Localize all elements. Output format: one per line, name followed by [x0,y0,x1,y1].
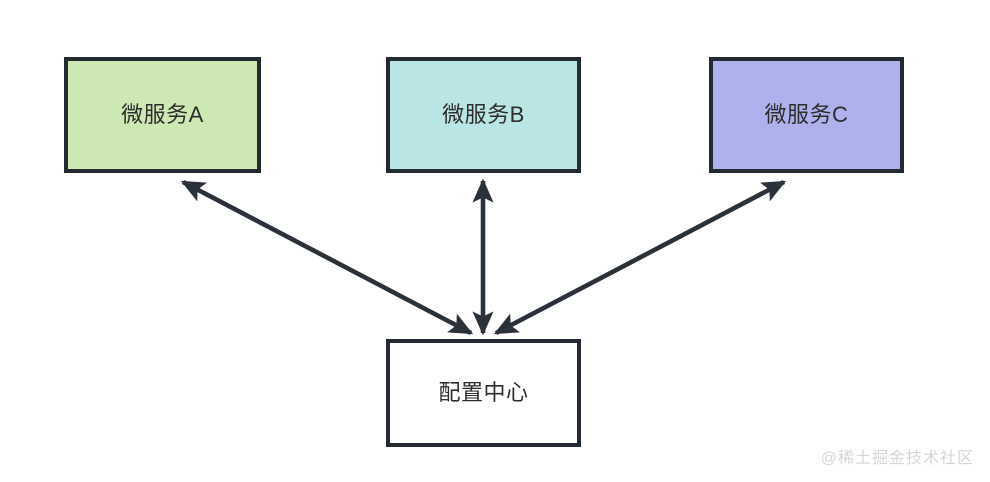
node-service-c-label: 微服务C [764,102,849,127]
edge-config-service-c [493,179,787,336]
node-service-a-label: 微服务A [121,102,204,127]
node-service-a[interactable]: 微服务A [64,57,261,173]
node-service-c[interactable]: 微服务C [709,57,904,173]
watermark-text: @稀土掘金技术社区 [820,450,974,467]
node-service-b[interactable]: 微服务B [386,57,581,173]
edge-config-service-a [180,179,474,336]
node-config-center[interactable]: 配置中心 [386,339,581,447]
node-service-b-label: 微服务B [442,102,525,127]
node-config-center-label: 配置中心 [438,380,529,405]
